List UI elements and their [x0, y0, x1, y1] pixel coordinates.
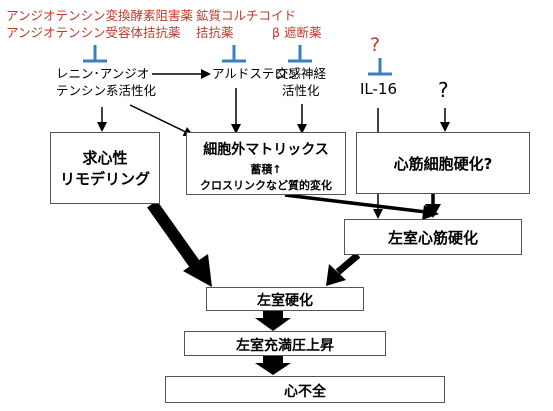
lv-myocardial-stiffening-label: 左室心筋硬化 — [387, 229, 478, 247]
cardiomyocyte-stiffening-box: 心筋細胞硬化? — [356, 132, 530, 194]
raas-activation-line1: レニン･アンジオ — [56, 66, 150, 81]
arrowhead-concentric-to-lvstiffening — [183, 254, 212, 287]
lv-filling-pressure-label: 左室充満圧上昇 — [236, 338, 334, 354]
arrow-pressure-to-heartfailure — [255, 355, 291, 375]
concentric-remodeling-line2: リモデリング — [59, 170, 150, 188]
arrow-raas-to-ecm — [129, 104, 194, 137]
heart-failure-box: 心不全 — [165, 376, 445, 403]
mr-antagonist-label-line2: 拮抗薬 — [196, 25, 234, 40]
concentric-remodeling-line1: 求心性 — [82, 149, 128, 167]
inhibit-bar-il16 — [368, 58, 392, 76]
arrow-lvmyocardial-to-lvstiffening — [335, 252, 361, 275]
inhibit-bar-aldosterone — [222, 45, 246, 63]
inhibit-bar-sympathetic — [288, 45, 312, 63]
inhibit-bar-raas — [83, 45, 107, 63]
unknown-factor-label: ? — [438, 78, 449, 102]
arrowhead-cardiomyocyte-to-lvmyocardial — [425, 204, 441, 218]
heart-failure-label: 心不全 — [284, 384, 326, 400]
lv-stiffening-box: 左室硬化 — [206, 287, 364, 311]
aldosterone-label: アルドステロン — [212, 66, 300, 81]
lv-filling-pressure-box: 左室充満圧上昇 — [184, 331, 386, 356]
lv-myocardial-stiffening-box: 左室心筋硬化 — [344, 219, 522, 255]
sympathetic-activation-line1: 交感神経 — [276, 66, 327, 81]
il16-label: IL-16 — [360, 80, 398, 98]
concentric-remodeling-box: 求心性 リモデリング — [50, 132, 160, 204]
arrow-ecm-to-lvmyocardial — [284, 193, 427, 214]
ecm-qualitative-change: クロスリンクなど質的変化 — [200, 179, 332, 192]
inhibition-bars — [83, 45, 392, 76]
lv-stiffening-label: 左室硬化 — [257, 293, 313, 309]
ecm-title: 細胞外マトリックス — [203, 142, 329, 158]
beta-blocker-label: β 遮断薬 — [272, 25, 322, 40]
il16-inhibitor-unknown-label: ? — [370, 34, 381, 56]
arrow-concentric-to-lvstiffening — [147, 200, 201, 270]
mr-antagonist-label-line1: 鉱質コルチコイド — [196, 8, 297, 23]
extracellular-matrix-box: 細胞外マトリックス 蓄積↑ クロスリンクなど質的変化 — [186, 132, 346, 195]
ecm-accumulation: 蓄積↑ — [250, 163, 282, 176]
arb-label: アンジオテンシン受容体拮抗薬 — [6, 25, 181, 40]
raas-activation-line2: テンシン系活性化 — [56, 83, 157, 98]
ace-inhibitor-label: アンジオテンシン変換酵素阻害薬 — [6, 8, 194, 23]
sympathetic-activation-line2: 活性化 — [282, 83, 320, 98]
arrow-stiffening-to-pressure — [255, 309, 291, 331]
cardiomyocyte-stiffening-label: 心筋細胞硬化? — [393, 155, 493, 173]
arrowhead-lvmyocardial-to-lvstiffening — [326, 264, 346, 286]
